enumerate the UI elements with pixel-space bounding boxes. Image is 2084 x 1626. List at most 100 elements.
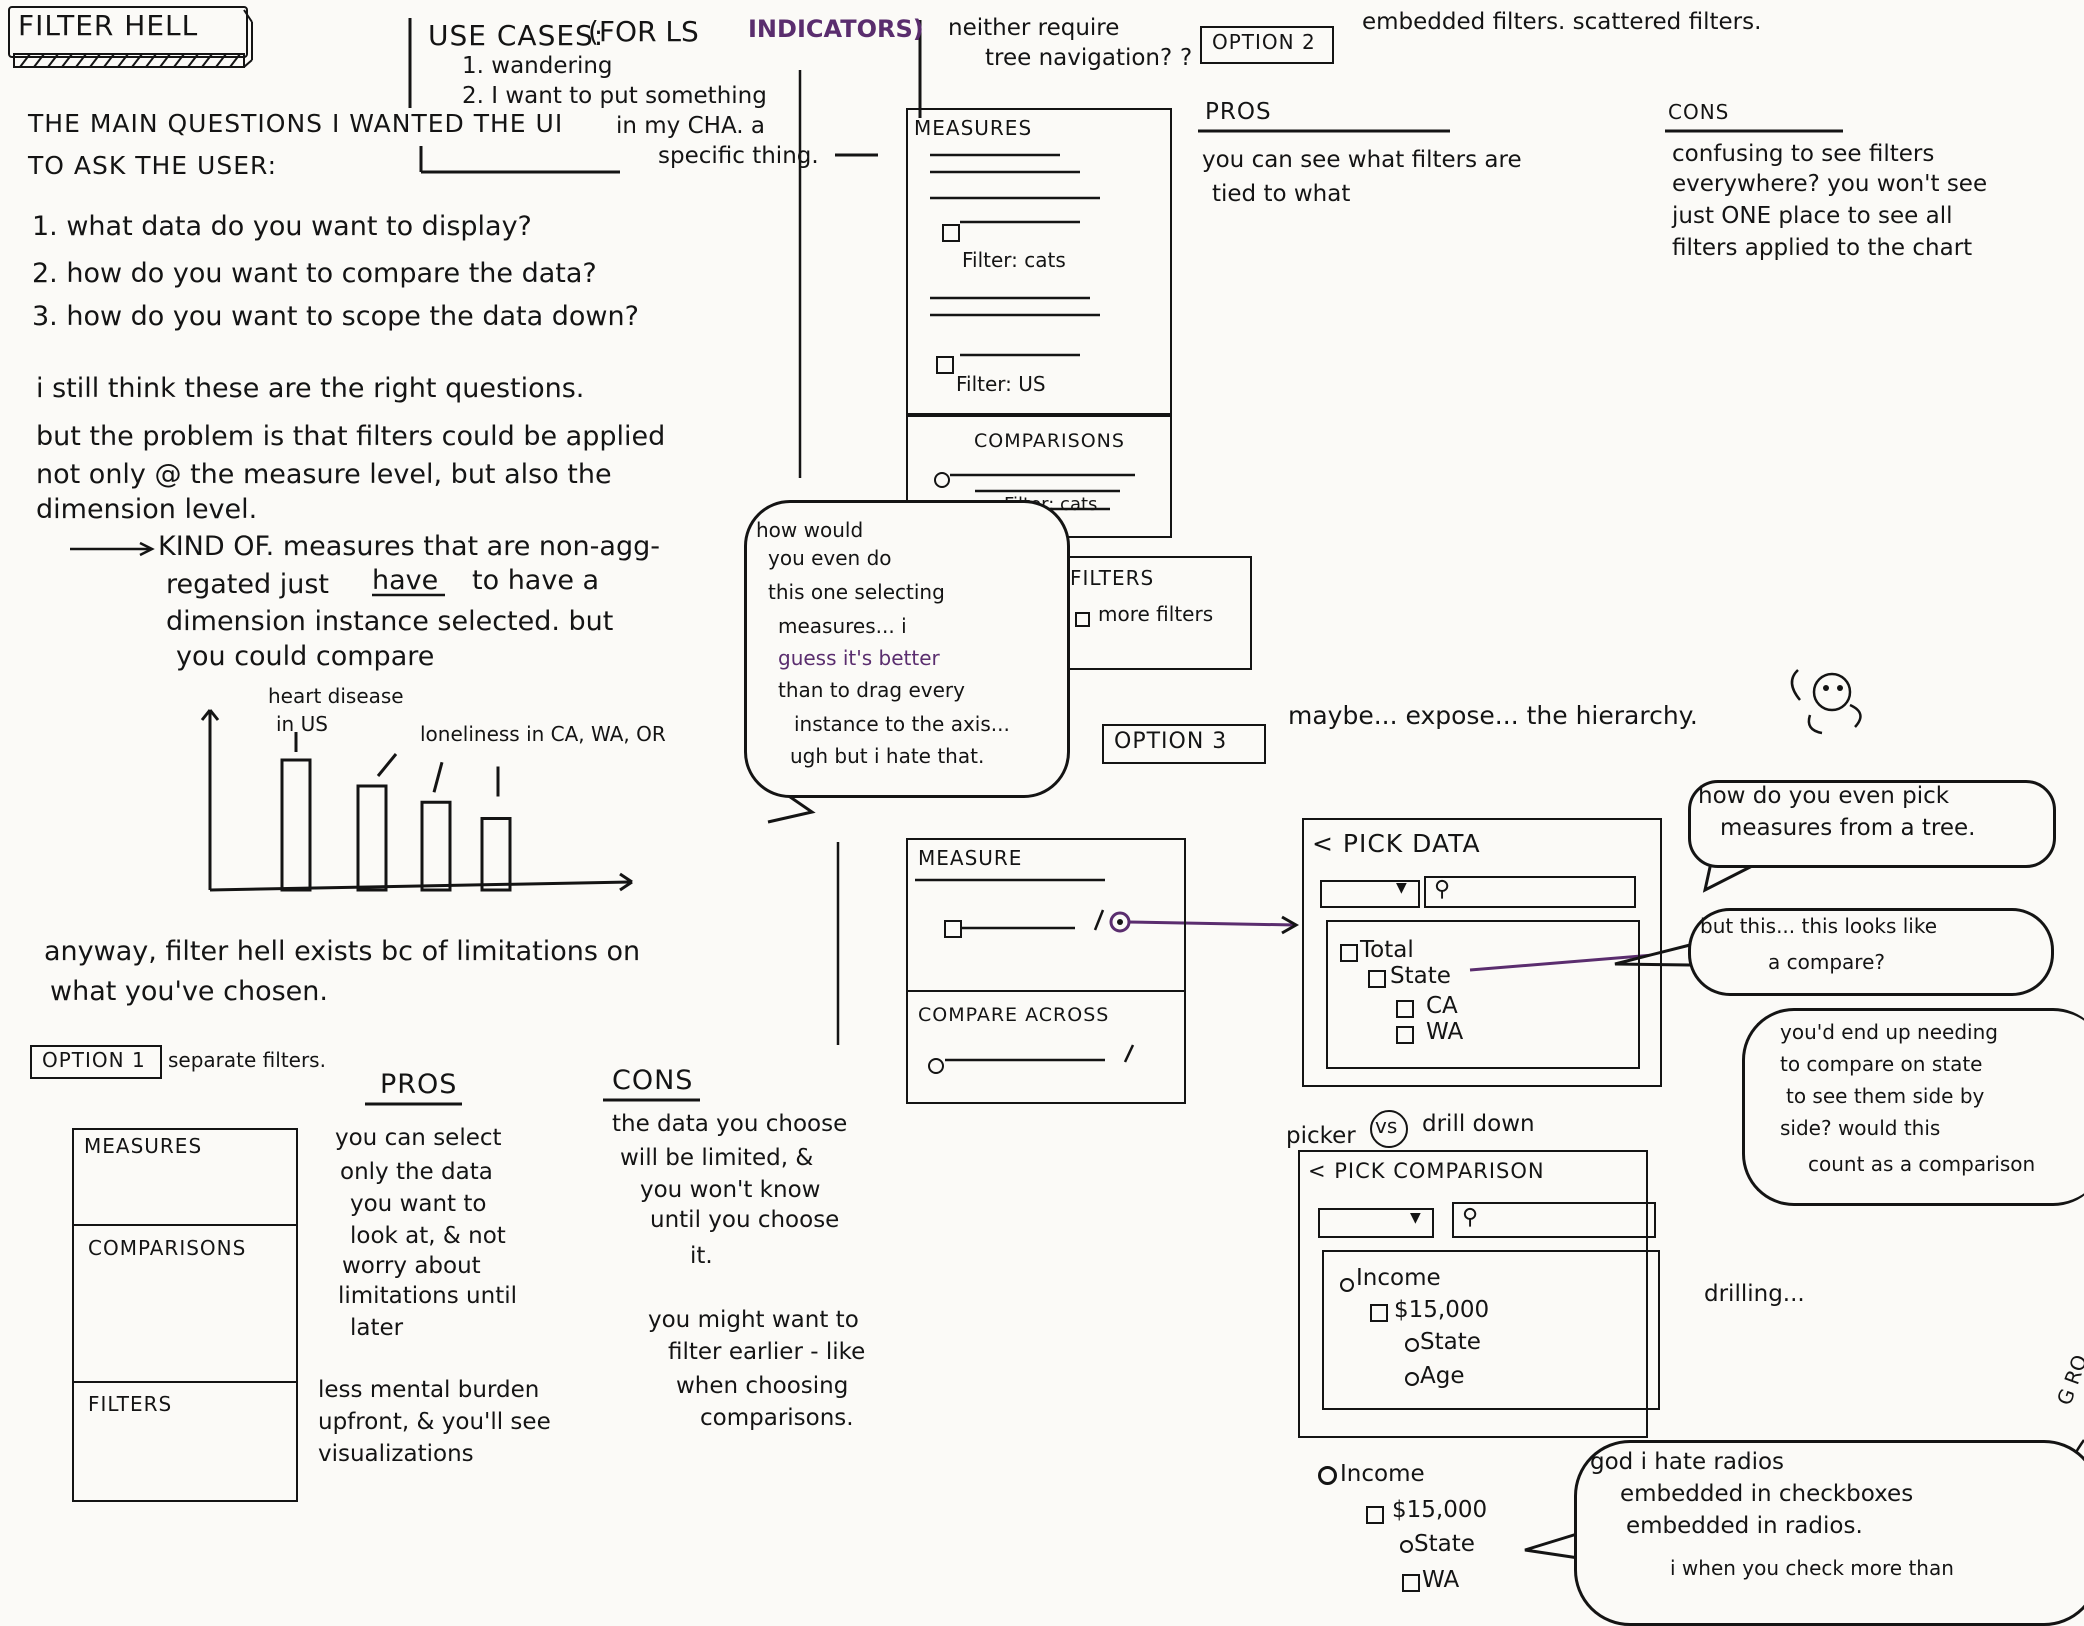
question-2: 2. how do you want to compare the data? [32,258,597,289]
search-icon: ⚲ [1434,877,1451,902]
paragraph-line-2: but the problem is that filters could be… [36,421,666,452]
pick-comparison-search[interactable] [1452,1202,1656,1238]
questions-heading-1: THE MAIN QUESTIONS I WANTED THE UI [28,109,564,138]
tree2-state-radio[interactable] [1405,1338,1419,1352]
bottom-15000: $15,000 [1392,1497,1488,1523]
option-3-measure-checkbox[interactable] [944,920,962,938]
bubble-radios-line-1: god i hate radios [1590,1449,1785,1475]
option-1-cons-4: until you choose [650,1207,840,1233]
anyway-line-2: what you've chosen. [50,976,328,1007]
chart-y-arrow [200,709,212,721]
option-2-pros-2: tied to what [1212,181,1351,207]
option-2-bubble-line-4: measures... i [778,614,907,638]
option-1-cons-6: you might want to [648,1307,859,1333]
pick-data-dropdown[interactable] [1320,880,1420,908]
picker-vs: vs [1375,1114,1398,1138]
option-1-label: OPTION 1 [42,1048,146,1072]
paragraph-line-1: i still think these are the right questi… [36,373,585,404]
option-1-pros-title: PROS [380,1069,458,1100]
bubble-compare-line-2: a compare? [1768,950,1885,974]
tree-wa: WA [1426,1019,1464,1045]
tree2-15000: $15,000 [1394,1297,1490,1323]
option-3-compare-radio[interactable] [928,1058,944,1074]
chevron-down-icon: ▼ [1396,880,1407,896]
chart [200,709,633,892]
option-2-measures-panel [906,108,1172,417]
option-2-label-box [1200,26,1334,64]
option-2-more-filters-checkbox[interactable] [1075,612,1090,627]
kind-of-have: have [372,565,439,596]
option-3-label: OPTION 3 [1114,729,1228,754]
bottom-state-radio[interactable] [1400,1540,1413,1553]
bottom-wa-checkbox[interactable] [1402,1574,1420,1592]
bubble-side-line-3: to see them side by [1786,1084,1985,1108]
kind-of-line-3: dimension instance selected. but [166,606,614,637]
chart-bar [480,817,512,892]
neither-line-2: tree navigation? [985,45,1173,71]
option-2-bubble-line-3: this one selecting [768,580,945,604]
option-3-measure-divider [906,990,1186,992]
option-1-pros-10: visualizations [318,1441,474,1467]
option-2-measures-label: MEASURES [914,116,1033,140]
option-1-cons-title: CONS [612,1065,694,1096]
option-1-pros-6: limitations until [338,1283,517,1309]
tree-ca-checkbox[interactable] [1396,1000,1414,1018]
chart-y-arrow [208,709,220,721]
sketch-lines [13,9,2084,1562]
tree2-income-radio[interactable] [1340,1278,1354,1292]
tree2-15000-checkbox[interactable] [1370,1304,1388,1322]
neither-line-1: neither require [948,15,1120,41]
bubble-tree [1688,780,2056,868]
tree-total-checkbox[interactable] [1340,944,1358,962]
paragraph-line-4: dimension level. [36,494,258,525]
option-3-desc: maybe... expose... the hierarchy. [1288,701,1698,730]
pick-data-search[interactable] [1424,876,1636,908]
bubble-side [1742,1008,2084,1206]
option-2-bubble-line-1: how would [756,518,864,542]
option-1-box-filters: FILTERS [88,1392,173,1416]
questions-heading-2: TO ASK THE USER: [28,151,278,180]
option-2-filters-label: FILTERS [1070,566,1155,590]
option-2-radio-1[interactable] [934,472,950,488]
option-1-cons-1: the data you choose [612,1111,848,1137]
option-2-bubble-line-6: than to drag every [778,678,965,702]
option-2-pros-1: you can see what filters are [1202,147,1522,173]
kind-of-line-2: regated just [166,569,329,600]
option-2-bubble-line-8: ugh but i hate that. [790,744,985,768]
use-cases-title: USE CASES: [428,19,605,52]
option-2-checkbox-1[interactable] [942,224,960,242]
bottom-income-radio[interactable] [1318,1466,1337,1485]
option-2-checkbox-2[interactable] [936,356,954,374]
option-2-pros-title: PROS [1205,99,1272,125]
pick-comparison-dropdown[interactable] [1318,1208,1434,1238]
kind-of-line-1: KIND OF. measures that are non-agg- [158,531,660,562]
chart-bar [420,800,452,892]
use-case-2c: specific thing. [658,143,819,169]
anyway-line-1: anyway, filter hell exists bc of limitat… [44,936,641,967]
option-2-cons-3: just ONE place to see all [1672,203,1953,229]
option-2-bubble-line-7: instance to the axis... [794,712,1010,736]
bubble-side-line-4: side? would this [1780,1116,1941,1140]
chart-bar [356,784,388,892]
tree-state-checkbox[interactable] [1368,970,1386,988]
drill-down-label: drill down [1422,1111,1535,1137]
option-2-bubble-line-2: you even do [768,546,892,570]
bottom-15000-checkbox[interactable] [1366,1506,1384,1524]
option-1-box-comparisons: COMPARISONS [88,1236,247,1260]
option-2-bubble-line-5: guess it's better [778,646,940,670]
question-3: 3. how do you want to scope the data dow… [32,301,639,332]
bubble-side-line-5: count as a comparison [1808,1152,2036,1176]
option-1-divider-2 [72,1381,297,1383]
pick-comparison-title[interactable]: < PICK COMPARISON [1308,1159,1545,1183]
option-3-compare-across-label: COMPARE ACROSS [918,1004,1110,1026]
paragraph-line-3: not only @ the measure level, but also t… [36,459,612,490]
use-cases-indicators: INDICATORS) [748,15,924,43]
pick-data-title[interactable]: < PICK DATA [1312,829,1481,858]
chart-x-axis [209,880,631,892]
bubble-compare [1688,908,2054,996]
tree-wa-checkbox[interactable] [1396,1026,1414,1044]
bubble-tree-line-1: how do you even pick [1698,783,1950,809]
bottom-income: Income [1340,1461,1425,1487]
tree2-age-radio[interactable] [1405,1372,1419,1386]
use-case-2b: in my CHA. a [616,113,766,139]
